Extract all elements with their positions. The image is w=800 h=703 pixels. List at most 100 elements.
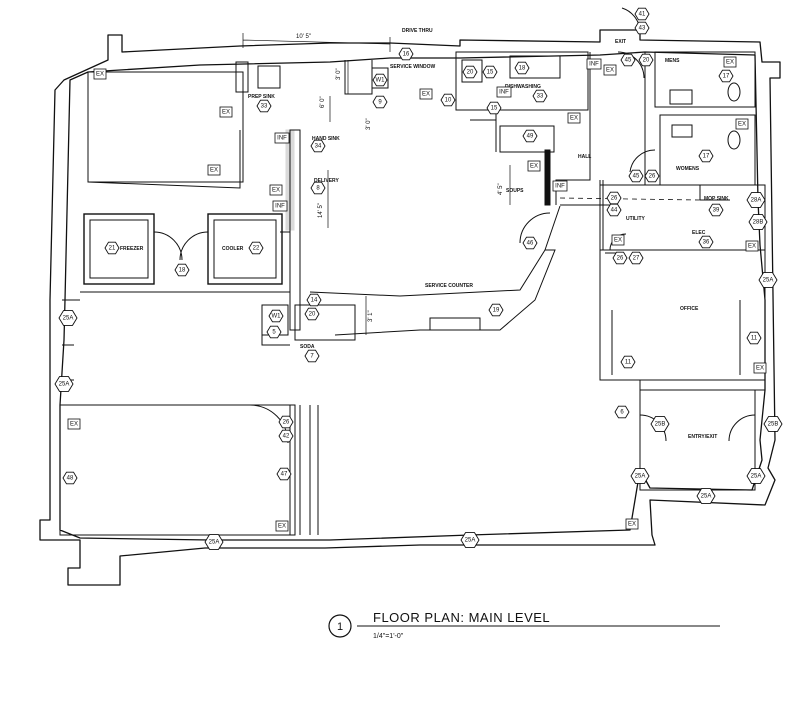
svg-text:EX: EX xyxy=(570,116,578,122)
tag-label: 27 xyxy=(633,256,640,262)
svg-text:EX: EX xyxy=(628,522,636,528)
ex-marker: EX xyxy=(207,164,221,176)
tag-hexagon xyxy=(306,293,322,307)
tag-marker-t48: 48 xyxy=(62,471,78,485)
tag-hexagon xyxy=(634,21,650,35)
tag-marker-t34: 34 xyxy=(310,139,326,153)
inf-marker: INF xyxy=(496,86,512,98)
tag-label: 25A xyxy=(59,382,70,388)
tag-hexagon xyxy=(606,203,622,217)
tag-hexagon xyxy=(696,488,716,504)
svg-text:EX: EX xyxy=(614,238,622,244)
tag-marker-t7: 7 xyxy=(304,349,320,363)
tag-label: 16 xyxy=(403,52,410,58)
tag-marker-t44: 44 xyxy=(606,203,622,217)
freezer-box-inner xyxy=(89,219,149,279)
label-cooler: COOLER xyxy=(222,246,244,252)
tag-label: 9 xyxy=(378,100,382,106)
tag-label: 25A xyxy=(701,494,712,500)
tag-label: 19 xyxy=(493,308,500,314)
tag-label: 17 xyxy=(703,154,710,160)
label-freezer: FREEZER xyxy=(120,246,144,252)
tag-label: 14 xyxy=(311,298,318,304)
label-soda: SODA xyxy=(300,344,315,350)
tag-label: 33 xyxy=(537,94,544,100)
tag-hexagon xyxy=(620,355,636,369)
tag-hexagon xyxy=(266,325,282,339)
title-number-circle xyxy=(328,614,352,638)
tag-label: 25B xyxy=(655,422,666,428)
ex-marker: EX xyxy=(269,184,283,196)
tag-hexagon xyxy=(746,468,766,484)
tag-label: 26 xyxy=(617,256,624,262)
label-service-counter: SERVICE COUNTER xyxy=(425,283,473,289)
tag-marker-t10: 10 xyxy=(440,93,456,107)
tag-label: 11 xyxy=(625,360,632,366)
freezer-box xyxy=(83,213,155,285)
dim-4-5: 4' 5" xyxy=(498,183,504,195)
dim-3-1: 3' 1" xyxy=(368,310,374,322)
tag-label: 39 xyxy=(713,208,720,214)
tag-hexagon xyxy=(628,169,644,183)
svg-text:INF: INF xyxy=(589,62,599,68)
tag-label: 20 xyxy=(467,70,474,76)
tag-hexagon xyxy=(612,251,628,265)
tag-marker-t28b: 28B xyxy=(748,214,768,230)
tag-label: 25A xyxy=(63,316,74,322)
tag-hexagon xyxy=(763,416,783,432)
dim-top-width: 10' 5" xyxy=(296,34,311,40)
tag-marker-t6: 6 xyxy=(614,405,630,419)
tag-marker-t20a: 20 xyxy=(462,65,478,79)
tag-marker-t45a: 45 xyxy=(620,53,636,67)
tag-label: 48 xyxy=(67,476,74,482)
tag-label: 8 xyxy=(316,186,320,192)
delivery-wall xyxy=(289,130,301,232)
label-womens: WOMENS xyxy=(676,166,700,172)
tag-marker-t33a: 33 xyxy=(532,89,548,103)
tag-hexagon xyxy=(372,95,388,109)
tag-label: 36 xyxy=(703,240,710,246)
tag-marker-w1a: W1 xyxy=(372,73,388,87)
svg-text:EX: EX xyxy=(70,422,78,428)
ex-marker: EX xyxy=(723,56,737,68)
tag-marker-t25a2: 25A xyxy=(58,310,78,326)
tag-label: 18 xyxy=(519,66,526,72)
tag-hexagon xyxy=(278,415,294,429)
tag-hexagon xyxy=(460,532,480,548)
mens-room xyxy=(654,51,756,108)
ex-marker: EX xyxy=(567,112,581,124)
ex-marker: EX xyxy=(603,64,617,76)
tag-label: 26 xyxy=(649,174,656,180)
ex-marker: EX xyxy=(67,418,81,430)
label-utility: UTILITY xyxy=(626,216,646,222)
dim-14-5: 14' 5" xyxy=(318,203,324,218)
tag-label: 21 xyxy=(109,246,116,252)
tag-hexagon xyxy=(532,89,548,103)
tag-label: 46 xyxy=(527,241,534,247)
tag-hexagon xyxy=(620,53,636,67)
tag-hexagon xyxy=(522,129,538,143)
tag-marker-t11b: 11 xyxy=(746,331,762,345)
tag-marker-t26c: 26 xyxy=(612,251,628,265)
tag-label: 15 xyxy=(491,106,498,112)
tag-marker-t22: 22 xyxy=(248,241,264,255)
tag-marker-t25a5: 25A xyxy=(746,468,766,484)
tag-marker-t8: 8 xyxy=(310,181,326,195)
svg-text:INF: INF xyxy=(277,136,287,142)
label-hand-sink: HAND SINK xyxy=(312,136,340,142)
tag-marker-t36: 36 xyxy=(698,235,714,249)
cooler-box xyxy=(207,213,283,285)
tag-marker-t25a8: 25A xyxy=(460,532,480,548)
ex-marker: EX xyxy=(753,362,767,374)
tag-hexagon xyxy=(718,69,734,83)
tag-hexagon xyxy=(440,93,456,107)
tag-label: 45 xyxy=(625,58,632,64)
tag-marker-t25a4: 25A xyxy=(630,468,650,484)
ex-marker: EX xyxy=(275,520,289,532)
tag-marker-t25a1: 25A xyxy=(758,272,778,288)
service-counter xyxy=(309,249,556,336)
tag-marker-t17b: 17 xyxy=(698,149,714,163)
tag-label: 5 xyxy=(272,330,276,336)
tag-marker-t21: 21 xyxy=(104,241,120,255)
